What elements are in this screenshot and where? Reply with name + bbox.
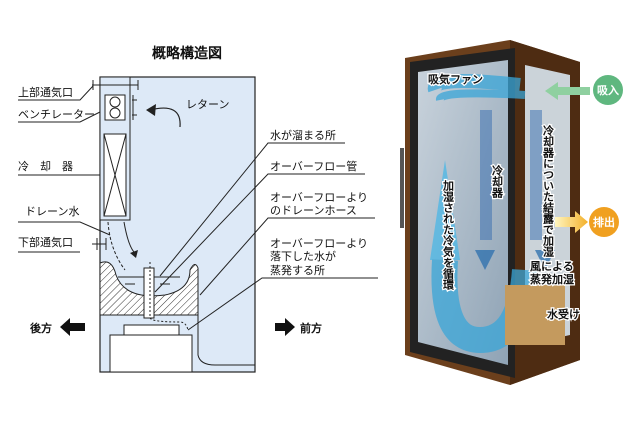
cooler-label: 冷却器 — [491, 164, 505, 199]
exhaust-arrow-icon — [555, 211, 588, 233]
label-cooler: 冷 却 器 — [18, 160, 73, 173]
condensation-label: 冷却器についた結露で加湿 — [542, 124, 556, 258]
label-overflow-pipe: オーバーフロー管 — [270, 159, 357, 173]
label-water-pool: 水が溜まる所 — [270, 128, 336, 142]
rear-label: 後方 — [30, 321, 52, 335]
return-label: レターン — [186, 98, 229, 111]
label-lower-vent: 下部通気口 — [18, 235, 73, 249]
schematic-diagram: 概略構造図 レターン 上部通気口 ベンチレーター 冷 却 器 — [18, 45, 378, 373]
label-ventilator: ベンチレーター — [18, 108, 95, 121]
overflow-pipe — [143, 267, 155, 319]
cabinet-illustration: 吸気ファン 冷却器 冷却器についた結露で加湿 加湿された冷気を循環 風による 蒸… — [400, 40, 623, 385]
intake-fan-label: 吸気ファン — [428, 72, 483, 86]
label-evap-1: オーバーフローより — [270, 237, 368, 250]
label-upper-vent: 上部通気口 — [18, 85, 73, 99]
circulate-label: 加湿された冷気を循環 — [442, 179, 456, 291]
door-handle[interactable] — [400, 148, 404, 228]
intake-badge-text: 吸入 — [597, 84, 619, 97]
water-tank — [109, 334, 193, 373]
water-basin — [99, 261, 199, 316]
arrow-left-icon — [60, 318, 85, 336]
wind-evap-label-1: 風による — [530, 260, 574, 273]
left-labels: 上部通気口 ベンチレーター 冷 却 器 ドレーン水 下部通気口 — [18, 85, 111, 253]
diagram-title: 概略構造図 — [152, 45, 222, 62]
wind-evap-label-2: 蒸発加湿 — [530, 272, 574, 286]
water-tray-label: 水受け — [547, 307, 580, 321]
label-evap-2: 落下した水が — [270, 249, 336, 263]
right-labels: 水が溜まる所 オーバーフロー管 オーバーフローより のドレーンホース オーバーフ… — [154, 128, 378, 331]
intake-arrow-icon — [545, 82, 590, 100]
arrow-right-icon — [275, 318, 295, 336]
label-drain-hose-1: オーバーフローより — [270, 191, 368, 204]
intake-badge — [593, 75, 623, 105]
exhaust-badge — [589, 207, 619, 237]
label-evap-3: 蒸発する所 — [270, 263, 325, 277]
front-label: 前方 — [300, 321, 322, 335]
label-drain-water: ドレーン水 — [25, 205, 79, 218]
label-drain-hose-2: のドレーンホース — [270, 204, 357, 217]
exhaust-badge-text: 排出 — [593, 215, 615, 229]
